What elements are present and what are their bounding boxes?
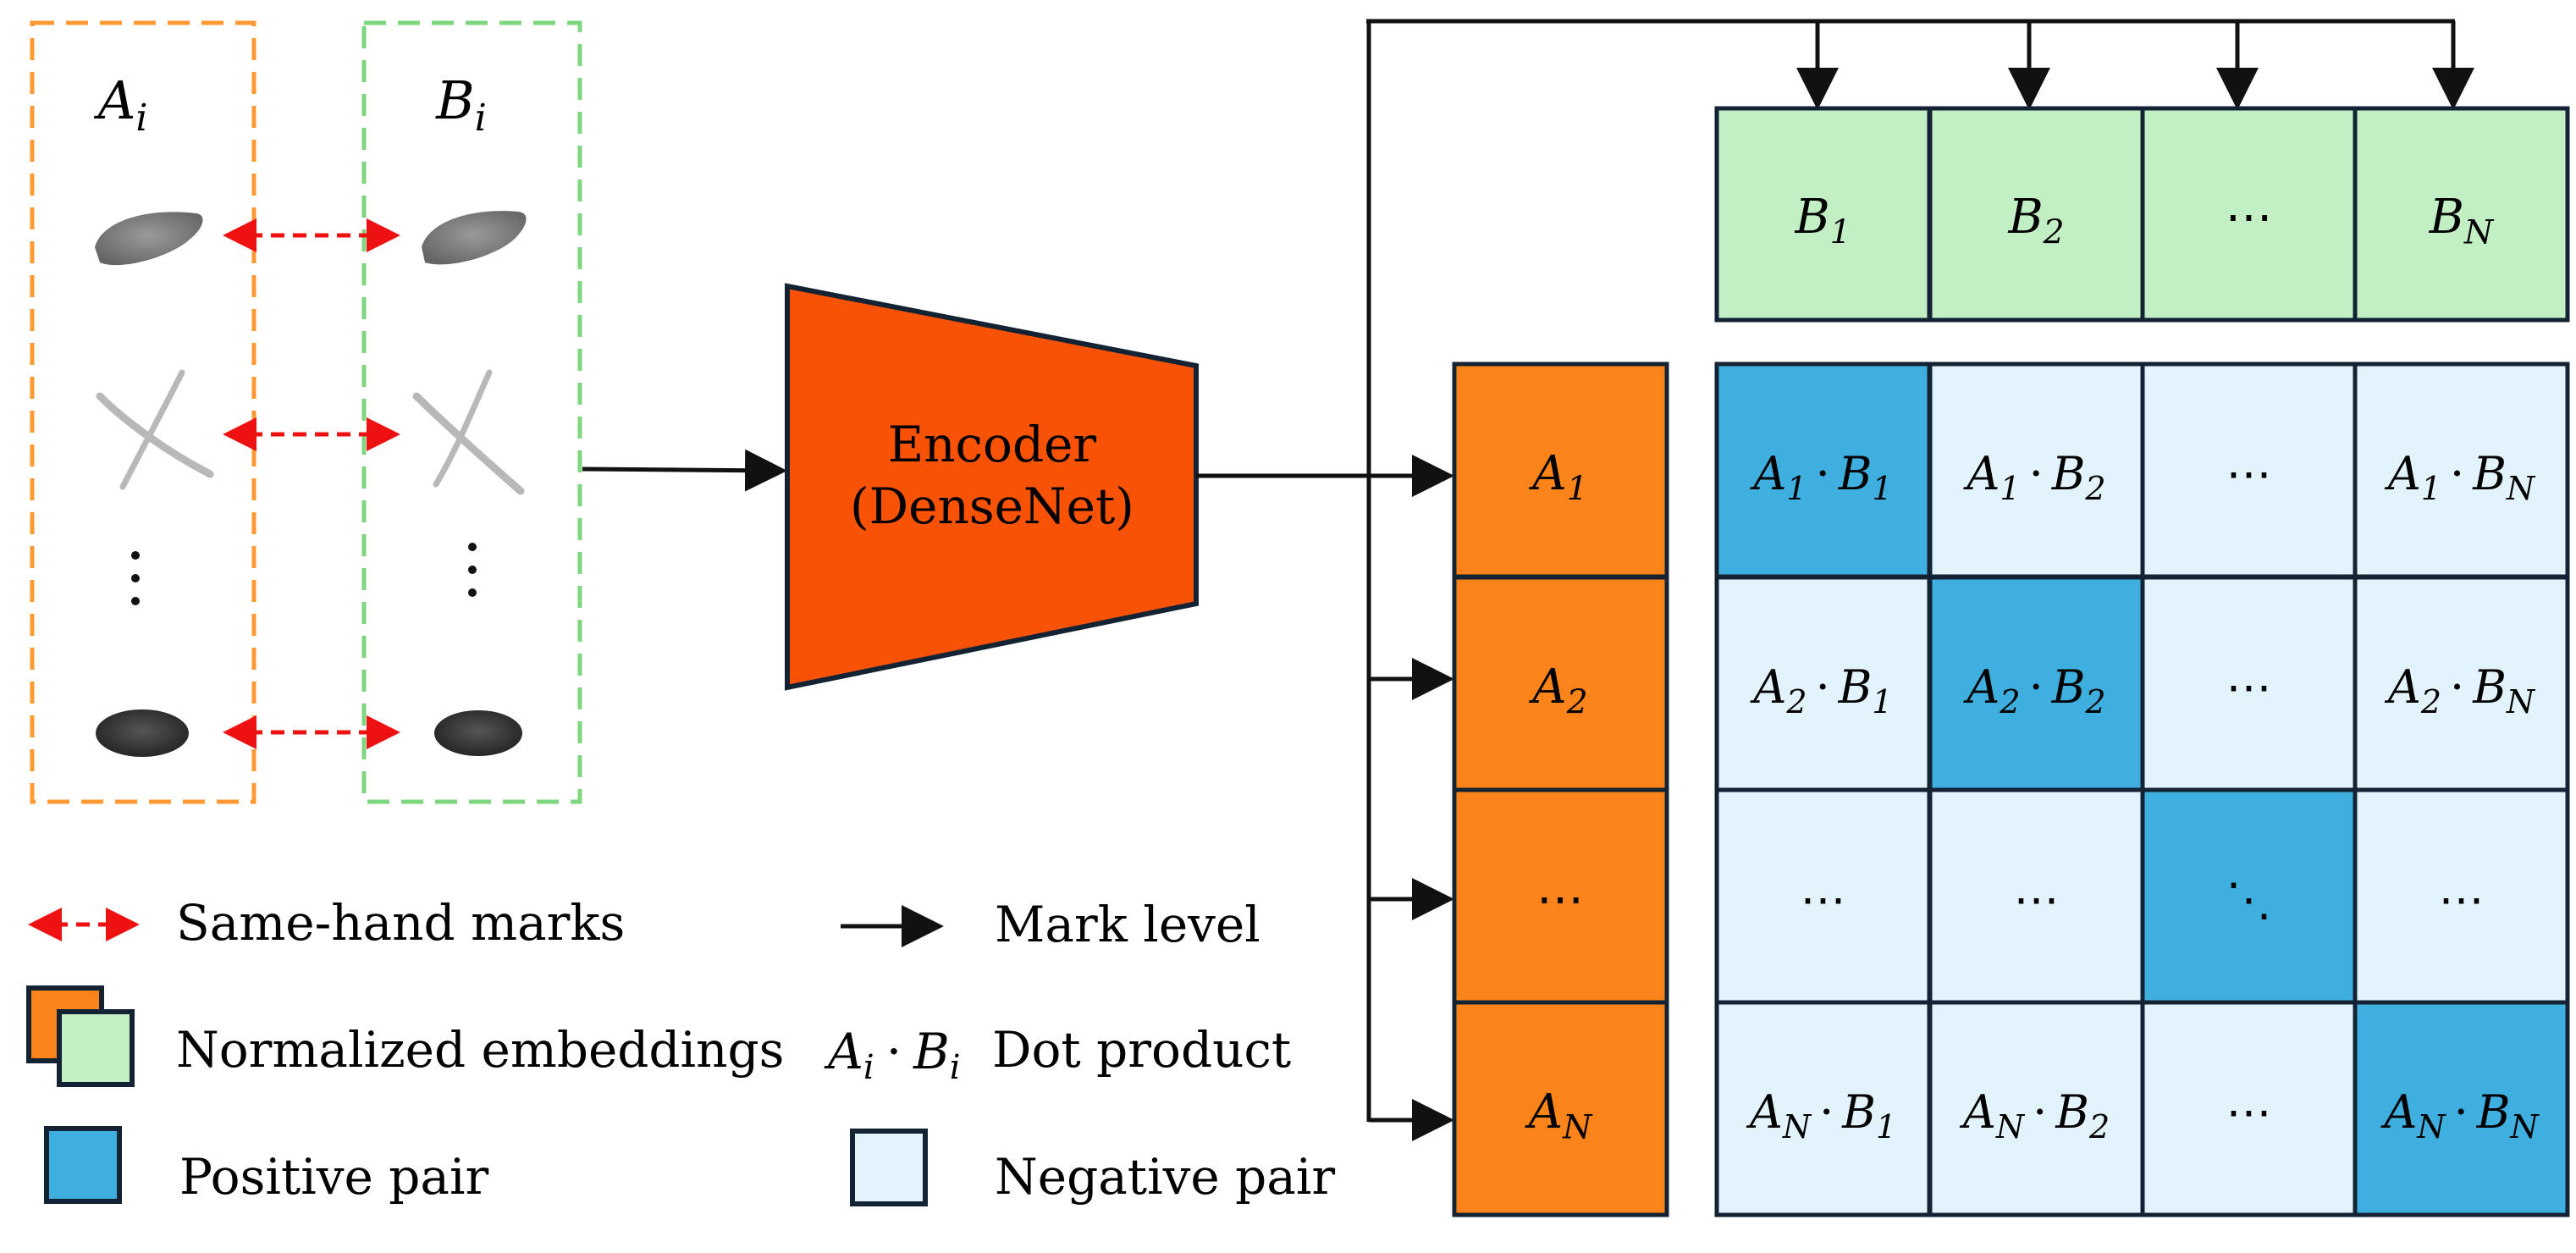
negative-pair-cell xyxy=(2353,787,2570,1005)
matrix-cell-label: AN·B1 xyxy=(1746,1085,1896,1145)
input-to-encoder-arrow xyxy=(582,449,787,492)
legend: Same-hand marks Mark level Normalized em… xyxy=(26,894,1335,1206)
legend-dot-product-label: Dot product xyxy=(992,1021,1291,1079)
a-block-2 xyxy=(1452,575,1669,792)
matrix-cell-label: ⋯ xyxy=(1801,873,1846,926)
similarity-matrix: A1·B1 A1·B2 ⋯ A1·BN A2·B1 A2·B2 ⋯ A2·BN ⋯ ⋯ ⋱ ⋯ AN·B… xyxy=(1714,362,2570,1217)
b-block-label-1: B1 xyxy=(1794,190,1851,251)
encoder-label: Encoder xyxy=(888,416,1097,473)
matrix-cell-label: A1·B2 xyxy=(1962,447,2105,507)
matrix-cell-label: ⋱ xyxy=(2226,873,2272,926)
positive-pair-cell xyxy=(1714,362,1932,579)
legend-negative-icon xyxy=(850,1129,928,1206)
negative-pair-cell xyxy=(2140,362,2358,579)
a-block-label-4: AN xyxy=(1525,1085,1593,1146)
a-sample-dots xyxy=(131,551,140,605)
b-sample-cross-mark xyxy=(412,369,525,495)
b-block-4 xyxy=(2353,106,2570,323)
matrix-cell-label: AN·B2 xyxy=(1959,1085,2110,1145)
a-block-label-2: A2 xyxy=(1528,660,1587,721)
legend-normalized-label: Normalized embeddings xyxy=(176,1021,784,1079)
encoder-block xyxy=(785,283,1199,691)
a-column-header: Ai xyxy=(94,69,148,140)
encoder-sublabel: (DenseNet) xyxy=(850,477,1134,535)
a-sample-dark-oval-mark xyxy=(96,709,189,757)
legend-positive-icon xyxy=(44,1126,122,1204)
matrix-cell-label: ⋯ xyxy=(2226,447,2272,500)
legend-dot-symbol: Ai·Bi xyxy=(824,1023,961,1087)
a-sample-cross-mark xyxy=(96,369,214,490)
negative-pair-cell xyxy=(2140,575,2358,792)
legend-negative-label: Negative pair xyxy=(995,1148,1335,1206)
b-block-label-2: B2 xyxy=(2007,190,2064,251)
matrix-cell-label: A2·BN xyxy=(2384,660,2536,720)
a-block-4 xyxy=(1452,1000,1669,1217)
legend-mark-level-label: Mark level xyxy=(995,896,1260,953)
legend-embeddings-icon xyxy=(26,985,135,1087)
matrix-cell-label: ⋯ xyxy=(2226,660,2272,714)
b-embedding-row: B1 B2 ⋯ BN xyxy=(1714,106,2570,323)
b-sample-dots xyxy=(468,543,477,597)
positive-pair-cell xyxy=(1928,575,2145,792)
negative-pair-cell xyxy=(2353,575,2570,792)
matrix-cell-label: A1·BN xyxy=(2384,447,2536,507)
a-column-box xyxy=(30,20,256,804)
a-sample-oval-mark xyxy=(95,212,203,266)
a-block-label-1: A1 xyxy=(1528,446,1587,508)
matrix-cell-label: ⋯ xyxy=(2014,873,2060,926)
b-sample-oval-mark xyxy=(422,211,527,265)
b-sample-dark-oval-mark xyxy=(434,710,522,756)
b-column-header: Bi xyxy=(435,69,487,140)
negative-pair-cell xyxy=(1928,1000,2145,1217)
matrix-cell-label: AN·BN xyxy=(2380,1085,2540,1145)
negative-pair-cell xyxy=(1714,1000,1932,1217)
matrix-cell-label: A2·B2 xyxy=(1962,660,2105,720)
negative-pair-cell xyxy=(2140,1000,2358,1217)
b-block-label-3: ⋯ xyxy=(2226,190,2273,245)
positive-pair-cell xyxy=(2353,1000,2570,1217)
negative-pair-cell xyxy=(1928,362,2145,579)
negative-pair-cell xyxy=(1928,787,2145,1005)
matrix-cell-label: ⋯ xyxy=(2226,1085,2272,1139)
matrix-cell-label: ⋯ xyxy=(2439,873,2485,926)
matrix-cell-label: A2·B1 xyxy=(1749,660,1892,720)
legend-positive-label: Positive pair xyxy=(179,1148,489,1206)
b-block-label-4: BN xyxy=(2429,190,2495,251)
a-block-label-3: ⋯ xyxy=(1536,872,1584,927)
b-column-box xyxy=(361,20,582,804)
matrix-cell-label: A1·B1 xyxy=(1749,447,1892,507)
legend-same-hand-label: Same-hand marks xyxy=(176,894,625,952)
negative-pair-cell xyxy=(1714,787,1932,1005)
